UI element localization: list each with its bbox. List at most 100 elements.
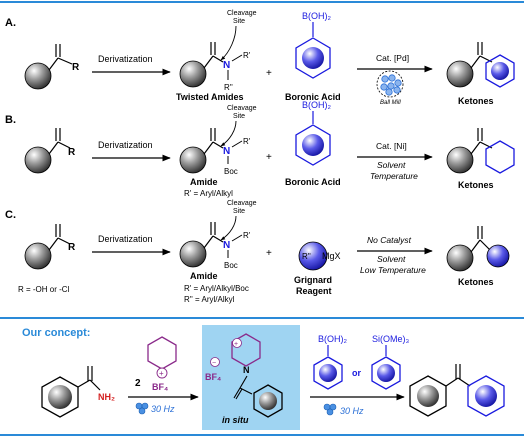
- amide-r2: R'': [224, 83, 233, 92]
- condition-solvent: Solvent: [377, 160, 406, 170]
- benzophenone-carbonyl: [445, 364, 471, 387]
- amide-n: N: [223, 240, 230, 251]
- no-catalyst-label: No Catalyst: [367, 235, 412, 245]
- pyrylium-equiv: 2: [135, 378, 141, 389]
- start-r-note: R = -OH or -Cl: [18, 285, 70, 294]
- r-note-1: R' = Aryl/Alkyl/Boc: [184, 284, 249, 293]
- boronic-acid-ring: [295, 37, 331, 79]
- product-aryl-sphere: [491, 62, 509, 80]
- in-situ-bf4: BF₄: [205, 372, 221, 382]
- concept-silane-sphere: [377, 364, 395, 382]
- benzamide-sphere: [48, 385, 72, 409]
- start-r-label: R: [72, 62, 80, 73]
- amide-r1: R': [243, 231, 251, 240]
- boron-formula: B(OH)₂: [302, 100, 331, 110]
- benzophenone-ring-2: [467, 375, 505, 417]
- benzophenone-aryl-sphere: [475, 385, 497, 407]
- amide-boc: Boc: [224, 261, 238, 270]
- amide-carbonyl: [203, 42, 224, 69]
- product-name: Ketones: [458, 96, 494, 106]
- product-aryl-ring: [485, 140, 515, 174]
- start-carbonyl: [48, 128, 71, 155]
- concept-boronic-ring: [313, 356, 343, 390]
- panel-b-letter: B.: [5, 114, 16, 126]
- benzamide-carbonyl: [77, 366, 101, 391]
- cleavage-site-arrow: [220, 215, 237, 241]
- ball-mill-balls: [380, 74, 402, 96]
- amide-name: Amide: [190, 271, 218, 281]
- amide-carbonyl: [203, 128, 224, 155]
- cleavage-site-label-1: Cleavage: [227, 10, 257, 17]
- panel-a: A. R Derivatization N R' R'' Cleavage Si…: [5, 10, 515, 106]
- amide-n: N: [223, 146, 230, 157]
- concept-boronic-sphere: [319, 364, 337, 382]
- concept-section: Our concept: NH₂ + 2 BF₄ 30 Hz + N − BF₄…: [22, 325, 505, 430]
- product-sphere: [446, 60, 474, 88]
- frequency-1: 30 Hz: [151, 404, 175, 414]
- amide-r1: R': [243, 137, 251, 146]
- amide-carbonyl: [203, 222, 224, 249]
- plus-sign: +: [266, 68, 272, 79]
- grignard-name-1: Grignard: [294, 275, 332, 285]
- cleavage-site-arrow: [220, 25, 237, 61]
- start-r-label: R: [68, 147, 76, 158]
- concept-silane-ring: [371, 356, 401, 390]
- amide-boc: Boc: [224, 167, 238, 176]
- cleavage-site-label-2: Site: [233, 208, 245, 215]
- start-substrate-sphere: [24, 62, 52, 90]
- amide-name: Twisted Amides: [176, 92, 244, 102]
- cleavage-site-label-2: Site: [233, 18, 245, 25]
- amide-sphere: [179, 240, 207, 268]
- derivatization-label: Derivatization: [98, 234, 153, 244]
- amide-sphere: [179, 60, 207, 88]
- product-carbonyl: [470, 226, 491, 253]
- derivatization-label: Derivatization: [98, 54, 153, 64]
- pyrylium-charge-circle: [156, 367, 168, 379]
- panel-a-letter: A.: [5, 17, 16, 29]
- boron-formula: B(OH)₂: [302, 11, 331, 21]
- product-aryl-ring: [485, 54, 515, 88]
- grignard-name-2: Reagent: [296, 286, 332, 296]
- r-note: R' = Aryl/Alkyl: [184, 189, 233, 198]
- pyrylium-ring: [147, 336, 177, 370]
- benzamide-nh2: NH₂: [98, 392, 115, 402]
- product-alkyl-sphere: [486, 244, 510, 268]
- start-r-label: R: [68, 242, 76, 253]
- start-substrate-sphere: [24, 242, 52, 270]
- cleavage-site-label-1: Cleavage: [227, 200, 257, 207]
- catalyst-label: Cat. [Ni]: [376, 141, 407, 151]
- product-carbonyl: [470, 128, 493, 155]
- amide-name: Amide: [190, 177, 218, 187]
- bf4-charge-circle: [210, 357, 220, 367]
- condition-low-temperature: Low Temperature: [360, 265, 426, 275]
- cleavage-site-label-2: Site: [233, 113, 245, 120]
- frequency-2: 30 Hz: [340, 406, 364, 416]
- pyridinium-charge-circle: [232, 338, 242, 348]
- start-carbonyl: [48, 224, 71, 251]
- cleavage-site-label-1: Cleavage: [227, 105, 257, 112]
- in-situ-label: in situ: [222, 415, 249, 425]
- in-situ-box: [202, 325, 300, 430]
- cleavage-site-arrow: [220, 120, 237, 147]
- product-name: Ketones: [458, 277, 494, 287]
- r-note-2: R'' = Aryl/Alkyl: [184, 295, 235, 304]
- boronic-acid-name: Boronic Acid: [285, 177, 341, 187]
- pyridinium-plus: +: [234, 341, 238, 348]
- amide-n-bonds: [227, 54, 243, 80]
- ball-mill-icon: [135, 402, 149, 415]
- panel-c-letter: C.: [5, 209, 16, 221]
- condition-temperature: Temperature: [370, 171, 418, 181]
- boronic-acid-sphere: [302, 47, 324, 69]
- amide-n-bonds: [227, 140, 243, 164]
- ball-mill-icon: [376, 70, 404, 98]
- bf4-minus: −: [212, 360, 216, 367]
- plus-sign: +: [266, 248, 272, 259]
- ball-mill-label: Ball Mill: [380, 100, 401, 106]
- acyl-linkage: [233, 375, 253, 400]
- in-situ-benzoyl-ring: [253, 384, 283, 418]
- boronic-acid-name: Boronic Acid: [285, 92, 341, 102]
- concept-title: Our concept:: [22, 327, 90, 339]
- catalyst-label: Cat. [Pd]: [376, 53, 409, 63]
- product-carbonyl: [470, 42, 493, 69]
- concept-silane-formula: Si(OMe)₃: [372, 334, 409, 344]
